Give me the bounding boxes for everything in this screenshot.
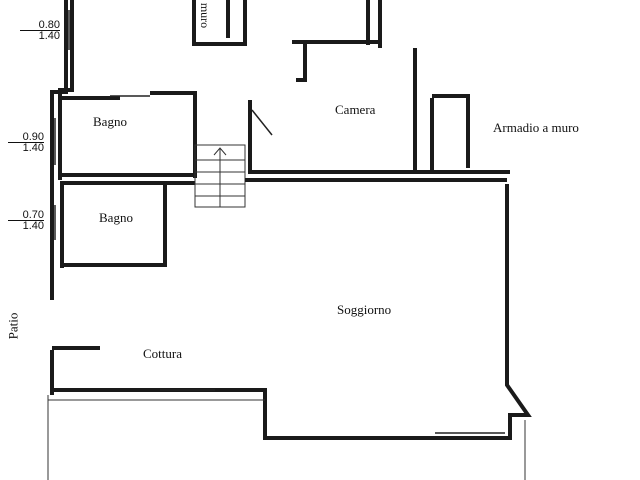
room-label-bagno-1: Bagno <box>93 114 127 129</box>
bagno-2-walls <box>62 185 167 267</box>
exterior-wall-left <box>50 0 74 395</box>
patio-outline <box>47 395 526 480</box>
label-muro: muro <box>198 2 213 29</box>
exterior-wall-bottom <box>52 388 300 440</box>
room-label-camera: Camera <box>335 102 376 117</box>
camera-door <box>251 109 273 136</box>
room-label-cottura: Cottura <box>143 346 182 361</box>
camera-walls <box>248 40 510 174</box>
room-label-armadio: Armadio a muro <box>493 120 579 135</box>
stairs <box>194 144 246 208</box>
room-label-bagno-2: Bagno <box>99 210 133 225</box>
room-label-patio: Patio <box>5 312 21 340</box>
top-closet-walls <box>192 0 247 46</box>
bagno-1-walls <box>60 91 197 178</box>
corridor-wall <box>60 181 195 268</box>
room-label-soggiorno: Soggiorno <box>337 302 392 317</box>
exterior-wall-right <box>245 178 532 440</box>
